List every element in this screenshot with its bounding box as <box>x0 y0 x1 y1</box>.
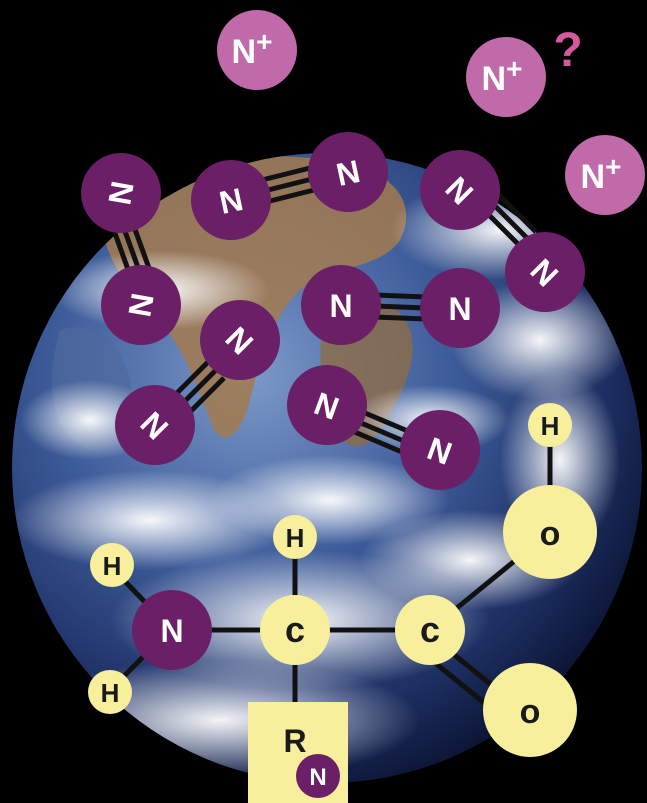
nitrogen-atom: N <box>400 410 480 490</box>
atom-label: o <box>520 693 541 731</box>
atom-label: H <box>286 523 305 553</box>
question-mark: ? <box>553 24 582 77</box>
nitrogen-atom: N <box>420 150 500 230</box>
alpha-carbon-atom: c <box>260 595 330 665</box>
nitrogen-atom: N <box>81 153 161 233</box>
n2-molecule: N N <box>287 365 480 490</box>
n2-molecule: N N <box>301 265 500 348</box>
nitrogen-ion: N+ <box>565 135 645 215</box>
ion-label: N+ <box>482 53 523 98</box>
atom-label: c <box>285 609 305 650</box>
amine-nitrogen-atom: N <box>132 590 212 670</box>
atom-label: N <box>309 764 326 791</box>
nitrogen-atom: N <box>287 365 367 445</box>
triple-bond <box>375 292 427 322</box>
ion-label: N+ <box>581 151 622 196</box>
nitrogen-atom: N <box>301 265 381 345</box>
ion-label: N+ <box>232 26 273 71</box>
atom-label: N <box>160 613 183 649</box>
amino-acid: R N H H H H N c c <box>88 403 597 803</box>
r-group-box: R N <box>248 702 348 803</box>
atom-label: N <box>448 291 471 327</box>
carbonyl-oxygen-atom: o <box>483 663 577 757</box>
atom-label: H <box>103 551 122 581</box>
hydrogen-atom: H <box>88 670 132 714</box>
hydroxyl-oxygen-atom: o <box>503 485 597 579</box>
nitrogen-atom: N <box>420 268 500 348</box>
hydrogen-atom: H <box>528 403 572 447</box>
hydrogen-atom: H <box>90 543 134 587</box>
atom-label: c <box>420 609 440 650</box>
n2-molecule: N N <box>81 153 181 345</box>
r-group-label: R <box>283 723 306 759</box>
nitrogen-atom: N <box>191 160 271 240</box>
nitrogen-atom: N <box>200 300 280 380</box>
nitrogen-atom: N <box>101 265 181 345</box>
nitrogen-ion: N+ <box>466 37 546 117</box>
n2-molecule: N N <box>115 300 280 465</box>
nitrogen-atom: N <box>115 385 195 465</box>
n2-molecules: N N N N N N <box>81 132 585 490</box>
triple-bond <box>349 407 411 455</box>
nitrogen-atom <box>296 754 340 798</box>
atom-label: N <box>329 288 352 324</box>
hydrogen-atom: H <box>273 515 317 559</box>
atom-label: H <box>101 678 120 708</box>
n2-molecule: N N <box>191 132 388 240</box>
n2-molecule: N N <box>420 150 585 312</box>
atom-label: o <box>540 515 561 553</box>
nitrogen-atom: N <box>505 232 585 312</box>
nitrogen-ion: N+ <box>217 10 297 90</box>
nitrogen-atom: N <box>308 132 388 212</box>
carboxyl-carbon-atom: c <box>395 595 465 665</box>
nitrogen-ions: N+ N+ N+ ? <box>217 10 645 215</box>
atom-label: H <box>541 411 560 441</box>
